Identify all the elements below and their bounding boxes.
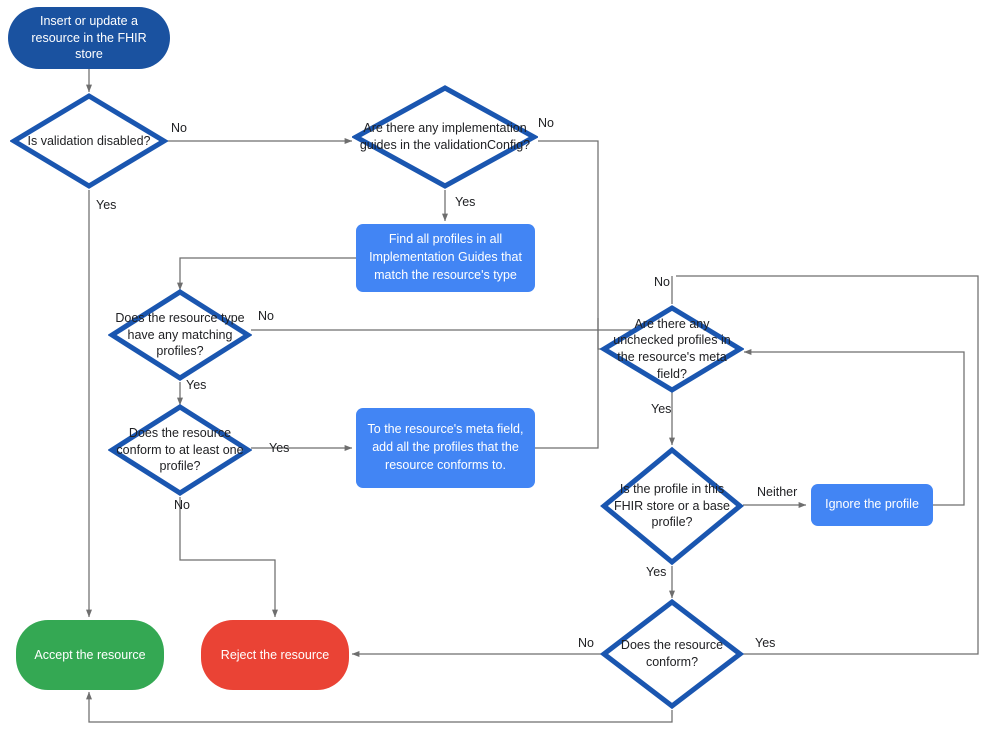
node-find-all-profiles-label: Find all profiles in all Implementation … (369, 232, 522, 282)
edge-label-matching-no: No (258, 309, 274, 323)
edge-label-base-yes: Yes (646, 565, 667, 579)
node-reject-the-resource[interactable]: Reject the resource (201, 620, 349, 690)
node-profile-in-store-or-base[interactable]: Is the profile in this FHIR store or a b… (600, 446, 744, 566)
node-unchecked-profiles-label: Are there any unchecked profiles in the … (613, 316, 731, 381)
node-does-resource-conform[interactable]: Does the resource conform? (600, 598, 744, 710)
node-add-profiles-to-meta[interactable]: To the resource's meta field, add all th… (356, 408, 535, 488)
edge-conformone-reject (179, 497, 278, 618)
edge-label-unchecked-no: No (654, 275, 670, 289)
node-does-resource-conform-label: Does the resource conform? (620, 638, 724, 669)
node-find-all-profiles[interactable]: Find all profiles in all Implementation … (356, 224, 535, 292)
edge-label-guides-no: No (538, 116, 554, 130)
diamond-shape (352, 85, 538, 189)
node-is-validation-disabled[interactable]: Is validation disabled? (10, 92, 168, 190)
node-matching-profiles-label: Does the resource type have any matching… (115, 311, 245, 359)
diamond-shape (108, 289, 252, 381)
node-are-there-implementation-guides-label: Are there any implementation guides in t… (359, 121, 531, 152)
node-start-label: Insert or update a resource in the FHIR … (31, 14, 147, 62)
edge-label-matching-yes: Yes (186, 378, 207, 392)
edge-findprofiles-matching (176, 257, 356, 291)
node-start[interactable]: Insert or update a resource in the FHIR … (8, 7, 170, 69)
node-add-profiles-to-meta-label: To the resource's meta field, add all th… (367, 422, 524, 472)
diamond-shape (600, 446, 744, 566)
edge-label-conform-no: No (578, 636, 594, 650)
node-accept-the-resource[interactable]: Accept the resource (16, 620, 164, 690)
edge-label-conform-yes: Yes (755, 636, 776, 650)
edge-conform-accept (86, 691, 673, 723)
node-are-there-implementation-guides[interactable]: Are there any implementation guides in t… (352, 84, 538, 190)
node-ignore-the-profile[interactable]: Ignore the profile (811, 484, 933, 526)
edge-label-guides-yes: Yes (455, 195, 476, 209)
diamond-shape (10, 93, 168, 189)
edge-label-unchecked-yes: Yes (651, 402, 672, 416)
edge-ignore-unchecked (743, 348, 965, 506)
edge-matching-unchecked-a (251, 318, 599, 331)
node-is-validation-disabled-label: Is validation disabled? (27, 133, 151, 148)
node-profile-in-store-or-base-label: Is the profile in this FHIR store or a b… (613, 482, 730, 530)
node-unchecked-profiles[interactable]: Are there any unchecked profiles in the … (600, 304, 744, 394)
diamond-shape (600, 305, 744, 393)
diamond-shape (108, 404, 252, 496)
edge-label-validation-yes: Yes (96, 198, 117, 212)
node-matching-profiles[interactable]: Does the resource type have any matching… (108, 288, 252, 382)
node-conform-to-at-least-one-profile-label: Does the resource conform to at least on… (116, 426, 244, 474)
edge-label-conformone-yes: Yes (269, 441, 290, 455)
edge-label-conformone-no: No (174, 498, 190, 512)
node-accept-the-resource-label: Accept the resource (34, 647, 146, 662)
diamond-shape (600, 598, 744, 710)
node-ignore-the-profile-label: Ignore the profile (825, 497, 919, 512)
node-conform-to-at-least-one-profile[interactable]: Does the resource conform to at least on… (108, 403, 252, 497)
edge-label-validation-no: No (171, 121, 187, 135)
node-reject-the-resource-label: Reject the resource (220, 647, 330, 662)
edge-addmeta-unchecked (535, 330, 599, 449)
edge-label-base-neither: Neither (757, 485, 798, 499)
edge-conform-unchecked-a (676, 275, 979, 655)
